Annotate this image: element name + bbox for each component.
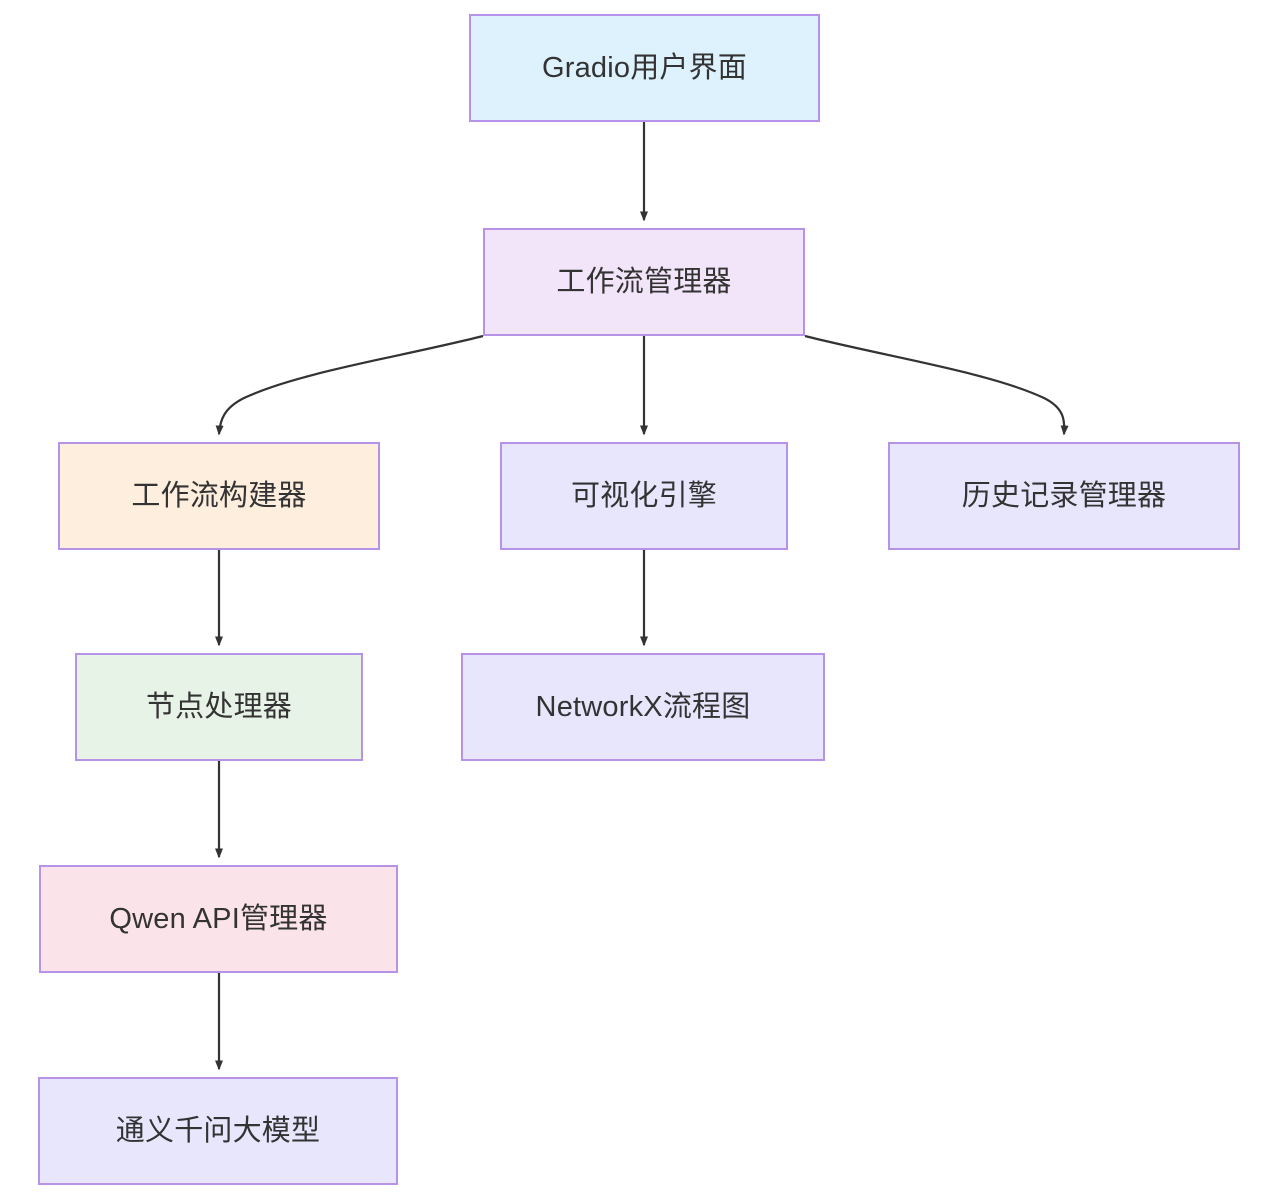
edge-manager-to-history <box>804 334 1069 436</box>
node-label-workflow-builder: 工作流构建器 <box>131 479 307 512</box>
node-networkx-flowchart[interactable]: NetworkX流程图 <box>461 653 825 761</box>
node-label-visualization-engine: 可视化引擎 <box>570 479 717 512</box>
node-label-networkx-flowchart: NetworkX流程图 <box>535 690 751 723</box>
node-label-node-processor: 节点处理器 <box>145 690 292 723</box>
node-label-history-manager: 历史记录管理器 <box>961 479 1167 512</box>
node-qwen-api-manager[interactable]: Qwen API管理器 <box>39 865 398 973</box>
node-qwen-llm[interactable]: 通义千问大模型 <box>38 1077 398 1185</box>
edge-manager-to-builder <box>215 334 484 436</box>
node-workflow-manager[interactable]: 工作流管理器 <box>483 228 805 336</box>
node-label-qwen-api-manager: Qwen API管理器 <box>109 902 328 935</box>
node-label-workflow-manager: 工作流管理器 <box>556 265 732 298</box>
node-visualization-engine[interactable]: 可视化引擎 <box>500 442 788 550</box>
node-history-manager[interactable]: 历史记录管理器 <box>888 442 1240 550</box>
node-node-processor[interactable]: 节点处理器 <box>75 653 363 761</box>
node-gradio-ui[interactable]: Gradio用户界面 <box>469 14 820 122</box>
node-workflow-builder[interactable]: 工作流构建器 <box>58 442 380 550</box>
node-label-gradio-ui: Gradio用户界面 <box>541 51 748 84</box>
node-label-qwen-llm: 通义千问大模型 <box>115 1114 321 1147</box>
